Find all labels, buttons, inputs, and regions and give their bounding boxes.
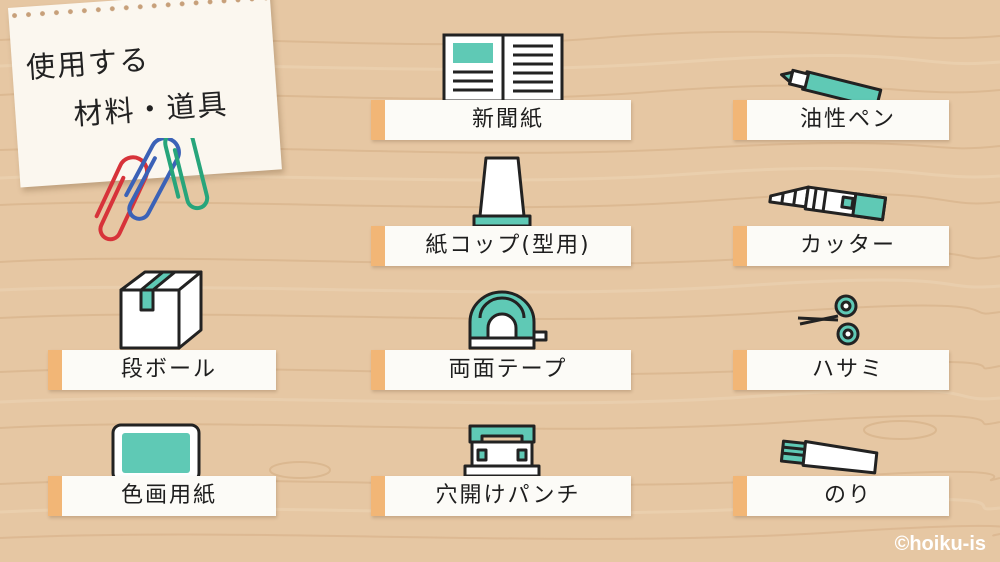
note-title-line-2: 材料・道具 [72,86,230,132]
label-colored-paper: 色画用紙 [48,476,276,516]
label-text: 段ボール [120,357,217,382]
label-text: 新聞紙 [471,107,544,132]
label-cardboard: 段ボール [48,350,276,390]
cardboard-box-icon [119,270,203,350]
label-double-sided-tape: 両面テープ [371,350,631,390]
label-tab [371,476,385,516]
label-cutter-knife: カッター [733,226,949,266]
copyright-text: ©hoiku-is [894,533,986,555]
label-text: 両面テープ [448,357,568,382]
label-tab [371,226,385,266]
label-tab [48,476,62,516]
label-text: 穴開けパンチ [435,483,581,508]
colored-paper-icon [111,423,201,483]
label-text: 油性ペン [799,107,896,132]
label-marker-pen: 油性ペン [733,100,949,140]
label-glue: のり [733,476,949,516]
newspaper-icon [442,33,564,103]
label-scissors: ハサミ [733,350,949,390]
label-text: 紙コップ(型用) [425,233,591,258]
label-tab [733,226,747,266]
note-title-line-1: 使用する [25,42,152,85]
label-tab [733,476,747,516]
hole-punch-icon [463,424,541,478]
cutter-knife-icon [768,185,888,222]
double-sided-tape-icon [468,290,548,350]
marker-pen-icon [780,68,883,110]
label-tab [733,100,747,140]
label-text: カッター [799,233,896,258]
label-newspaper: 新聞紙 [371,100,631,140]
label-hole-punch: 穴開けパンチ [371,476,631,516]
label-text: のり [823,483,872,508]
label-tab [733,350,747,390]
paper-cup-icon [472,156,532,228]
label-text: 色画用紙 [120,483,217,508]
label-paper-cup: 紙コップ(型用) [371,226,631,266]
label-tab [48,350,62,390]
glue-tube-icon [779,439,879,475]
label-text: ハサミ [811,357,884,382]
scissors-icon [797,294,860,346]
label-tab [371,100,385,140]
paper-clips-icon [94,138,210,242]
label-tab [371,350,385,390]
